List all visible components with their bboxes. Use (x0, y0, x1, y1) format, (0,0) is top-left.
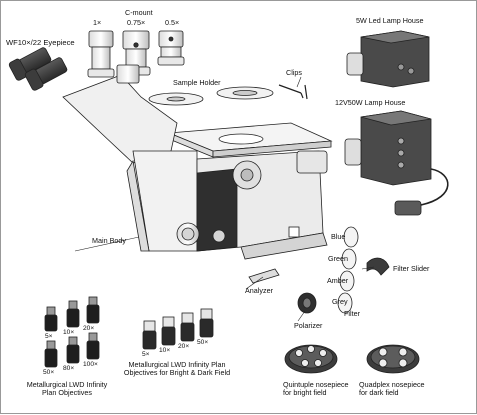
clips (278, 84, 308, 100)
objective-set-b (142, 308, 214, 350)
filter-label: Filter (344, 309, 360, 318)
obj-b-50x-label: 50× (197, 339, 209, 346)
obj-b-5x-label: 5× (142, 351, 150, 358)
mag-05x-label: 0.5× (165, 18, 180, 27)
clips-label: Clips (286, 68, 302, 77)
objective-set-a-caption: Metallurgical LWD Infinity Plan Objectiv… (26, 380, 108, 397)
obj-a-10x-label: 10× (63, 329, 75, 336)
main-body (62, 64, 333, 260)
nosepiece-quadplex (366, 344, 420, 374)
analyzer (248, 268, 280, 284)
obj-a-100x-label: 100× (83, 361, 98, 368)
nosepiece-quintuple (284, 344, 338, 374)
filter-slider-label: Filter Slider (393, 264, 430, 273)
filter-discs (337, 226, 359, 314)
leader-lines (74, 76, 375, 322)
led-lamp-label: 5W Led Lamp House (356, 16, 424, 25)
nosepiece-bright-caption: Quintuple nosepiece for bright field (283, 380, 349, 397)
cmount-05x-adapter (157, 30, 185, 66)
halogen-lamp-house (344, 110, 449, 216)
obj-a-5x-label: 5× (45, 333, 53, 340)
filter-blue-label: Blue (331, 232, 346, 241)
filter-amber-label: Amber (327, 276, 349, 285)
halogen-lamp-label: 12V50W Lamp House (335, 98, 406, 107)
mag-075x-label: 0.75× (127, 18, 146, 27)
nosepiece-dark-caption: Quadplex nosepiece for dark field (359, 380, 425, 397)
eyepieces (8, 47, 68, 91)
polarizer (297, 292, 317, 314)
mag-1x-label: 1× (93, 18, 102, 27)
cmount-label: C-mount (125, 8, 153, 17)
obj-b-10x-label: 10× (159, 347, 171, 354)
filter-grey-label: Grey (332, 297, 348, 306)
objective-set-b-caption: Metallurgical LWD Infinity Plan Objectiv… (123, 360, 231, 377)
analyzer-label: Analyzer (245, 286, 273, 295)
obj-a-50x-label: 50× (43, 369, 55, 376)
filter-slider (366, 257, 390, 276)
polarizer-label: Polarizer (294, 321, 323, 330)
sample-holders (148, 86, 274, 106)
eyepiece-label: WF10×/22 Eyepiece (6, 38, 75, 47)
obj-a-80x-label: 80× (63, 365, 75, 372)
objective-set-a (44, 296, 100, 368)
cmount-1x-adapter (87, 30, 115, 78)
sample-holder-label: Sample Holder (173, 78, 221, 87)
obj-b-20x-label: 20× (178, 343, 190, 350)
main-body-label: Main Body (92, 236, 126, 245)
obj-a-20x-label: 20× (83, 325, 95, 332)
filter-green-label: Green (328, 254, 348, 263)
led-lamp-house (346, 30, 430, 88)
